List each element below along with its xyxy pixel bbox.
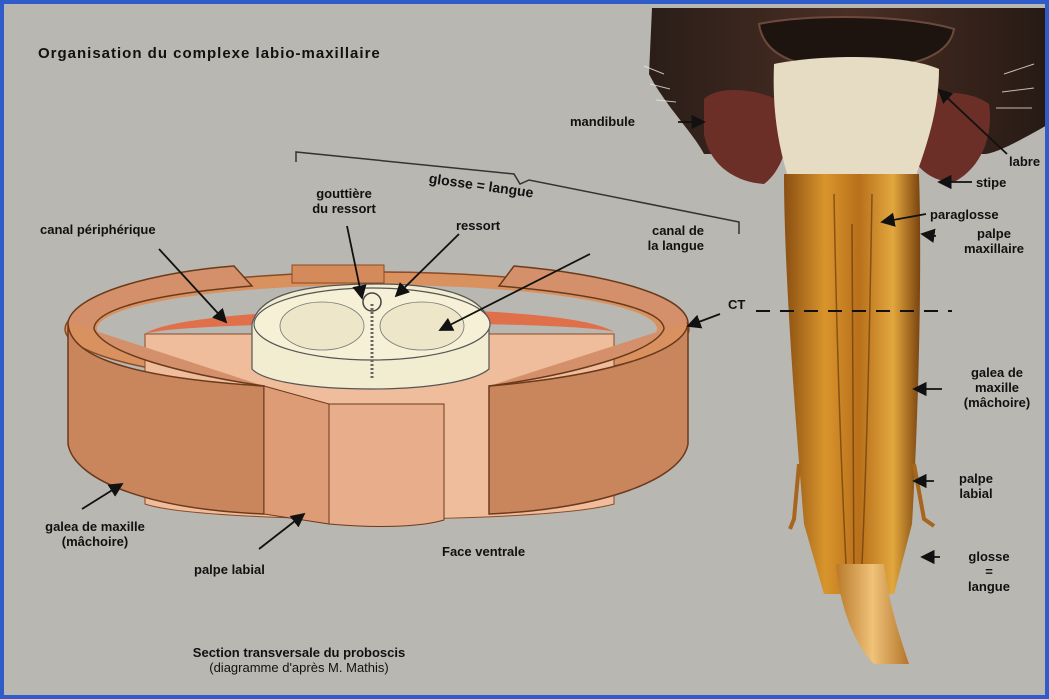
label-face-ventrale: Face ventrale (442, 544, 525, 559)
label-gouttiere-line2: du ressort (274, 201, 414, 216)
label-palpe-labial-photo-line1: palpe (936, 471, 1016, 486)
figure-title: Organisation du complexe labio-maxillair… (38, 46, 381, 61)
caption: Section transversale du proboscis (diagr… (154, 645, 444, 675)
label-galea-maxille: galea de maxille (mâchoire) (20, 519, 170, 549)
caption-line2: (diagramme d'après M. Mathis) (154, 660, 444, 675)
label-galea-photo: galea de maxille (mâchoire) (942, 365, 1049, 410)
label-paraglosse: paraglosse (930, 207, 999, 222)
label-palpe-labial-photo-line2: labial (936, 486, 1016, 501)
label-mandibule: mandibule (570, 114, 635, 129)
label-glosse-photo-line1: glosse (942, 549, 1036, 564)
label-stipe: stipe (976, 175, 1006, 190)
label-canal-langue-line1: canal de (564, 223, 704, 238)
label-gouttiere-line1: gouttière (274, 186, 414, 201)
label-galea-line1: galea de maxille (20, 519, 170, 534)
cross-section-diagram (4, 4, 1049, 699)
label-galea-photo-line2: maxille (942, 380, 1049, 395)
label-palpe-maxillaire-line1: palpe (939, 226, 1049, 241)
palpe-labial-front (329, 404, 444, 527)
label-galea-photo-line3: (mâchoire) (942, 395, 1049, 410)
label-palpe-labial: palpe labial (194, 562, 265, 577)
caption-line1: Section transversale du proboscis (154, 645, 444, 660)
label-glosse-photo-line3: langue (942, 579, 1036, 594)
label-galea-line2: (mâchoire) (20, 534, 170, 549)
label-canal-langue-line2: la langue (564, 238, 704, 253)
label-gouttiere: gouttière du ressort (274, 186, 414, 216)
label-ressort: ressort (456, 218, 500, 233)
label-palpe-labial-photo: palpe labial (936, 471, 1016, 501)
label-glosse-photo-line2: = (942, 564, 1036, 579)
label-ct: CT (728, 297, 745, 312)
label-canal-peripherique: canal périphérique (40, 222, 156, 237)
label-palpe-maxillaire-line2: maxillaire (939, 241, 1049, 256)
label-labre: labre (1009, 154, 1040, 169)
label-canal-langue: canal de la langue (564, 223, 704, 253)
label-palpe-maxillaire: palpe maxillaire (939, 226, 1049, 256)
label-glosse-photo: glosse = langue (942, 549, 1036, 594)
label-galea-photo-line1: galea de (942, 365, 1049, 380)
glossa-section (252, 284, 490, 389)
